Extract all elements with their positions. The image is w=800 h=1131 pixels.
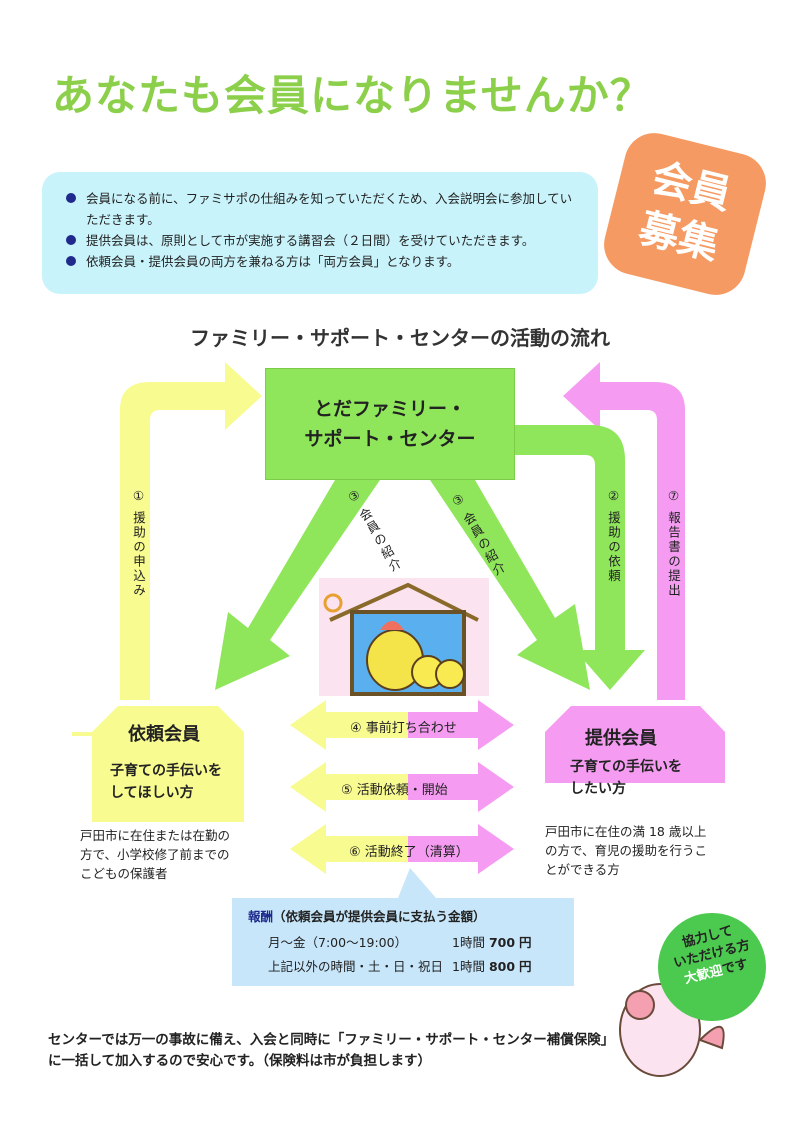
reward-tail: [398, 868, 436, 898]
step-4-label: ④ 事前打ち合わせ: [350, 721, 457, 736]
step-1-label: ① 援助の申込み: [131, 488, 146, 598]
arrow-intro-right: [430, 480, 590, 690]
price-yen: 円: [519, 935, 532, 950]
reward-row-weekday-price: 1時間 700 円: [452, 932, 532, 951]
step-7-label: ⑦ 報告書の提出: [666, 488, 681, 598]
reward-row-other-price: 1時間 800 円: [452, 956, 532, 975]
requester-subtitle: 子育ての手伝いを してほしい方: [110, 760, 222, 804]
notes-box: 会員になる前に、ファミサポの仕組みを知っていただくため、入会説明会に参加していた…: [42, 172, 598, 294]
flow-title: ファミリー・サポート・センターの活動の流れ: [190, 326, 610, 350]
requester-title: 依頼会員: [128, 724, 200, 745]
cooperation-badge: [658, 913, 766, 1021]
provider-description: 戸田市に在住の満 18 歳以上 の方で、育児の援助を行うこ とができる方: [545, 822, 707, 879]
desc-line: こどもの保護者: [80, 866, 168, 881]
step-6-label: ⑥ 活動終了（清算）: [349, 845, 469, 860]
reward-heading-note: （依頼会員が提供会員に支払う金額）: [273, 909, 486, 924]
step-2-label: ② 援助の依頼: [606, 488, 621, 584]
desc-line: 戸田市に在住または在勤の: [80, 828, 231, 843]
provider-sub-line: したい方: [570, 781, 626, 797]
sun-icon: [323, 593, 343, 613]
arrow-request: [120, 362, 262, 700]
footer-note: センターでは万一の事故に備え、入会と同時に「ファミリー・サポート・センター補償保…: [48, 1032, 608, 1069]
desc-line: の方で、育児の援助を行うこ: [545, 843, 708, 858]
arrow-ask: [513, 425, 645, 690]
reward-heading-main: 報酬: [248, 909, 274, 924]
reward-heading: 報酬（依頼会員が提供会員に支払う金額）: [248, 906, 486, 925]
house-roof: [329, 582, 479, 622]
price-value: 800: [488, 959, 516, 974]
center-line: とだファミリー・: [313, 398, 466, 420]
center-line: サポート・センター: [304, 428, 476, 450]
reward-row-weekday-label: 月～金（7:00～19:00）: [268, 935, 408, 950]
note-item: 依頼会員・提供会員の両方を兼ねる方は「両方会員」となります。: [64, 251, 582, 272]
arrow-finish: [290, 824, 408, 874]
reward-row-other-label: 上記以外の時間・土・日・祝日: [268, 959, 444, 974]
price-unit: 1時間: [452, 959, 485, 974]
price-unit: 1時間: [452, 935, 485, 950]
reward-box: [232, 898, 574, 986]
requester-house: [92, 706, 244, 822]
arrow-intro-left: [215, 480, 380, 690]
center-box: とだファミリー・ サポート・センター: [265, 368, 515, 480]
step-5-label: ⑤ 活動依頼・開始: [341, 783, 448, 798]
requester-sub-line: 子育ての手伝いを: [110, 763, 222, 779]
page-title: あなたも会員になりませんか？: [52, 71, 653, 120]
provider-house: [545, 706, 725, 783]
requester-sub-line: してほしい方: [110, 785, 194, 801]
chick-icon: [435, 659, 465, 689]
arrow-report: [563, 362, 685, 700]
requester-description: 戸田市に在住または在勤の 方で、小学校修了前までの こどもの保護者: [80, 826, 230, 883]
provider-sub-line: 子育ての手伝いを: [570, 759, 682, 775]
arrow-start: [290, 762, 408, 812]
price-value: 700: [488, 935, 516, 950]
desc-line: 方で、小学校修了前までの: [80, 847, 230, 862]
note-item: 会員になる前に、ファミサポの仕組みを知っていただくため、入会説明会に参加していた…: [64, 188, 582, 230]
desc-line: 戸田市に在住の満 18 歳以上: [545, 824, 707, 839]
desc-line: とができる方: [545, 862, 620, 877]
arrow-meeting: [290, 700, 408, 750]
provider-title: 提供会員: [585, 728, 657, 749]
provider-subtitle: 子育ての手伝いを したい方: [570, 756, 682, 800]
note-item: 提供会員は、原則として市が実施する講習会（２日間）を受けていただきます。: [64, 230, 582, 251]
price-yen: 円: [519, 959, 532, 974]
